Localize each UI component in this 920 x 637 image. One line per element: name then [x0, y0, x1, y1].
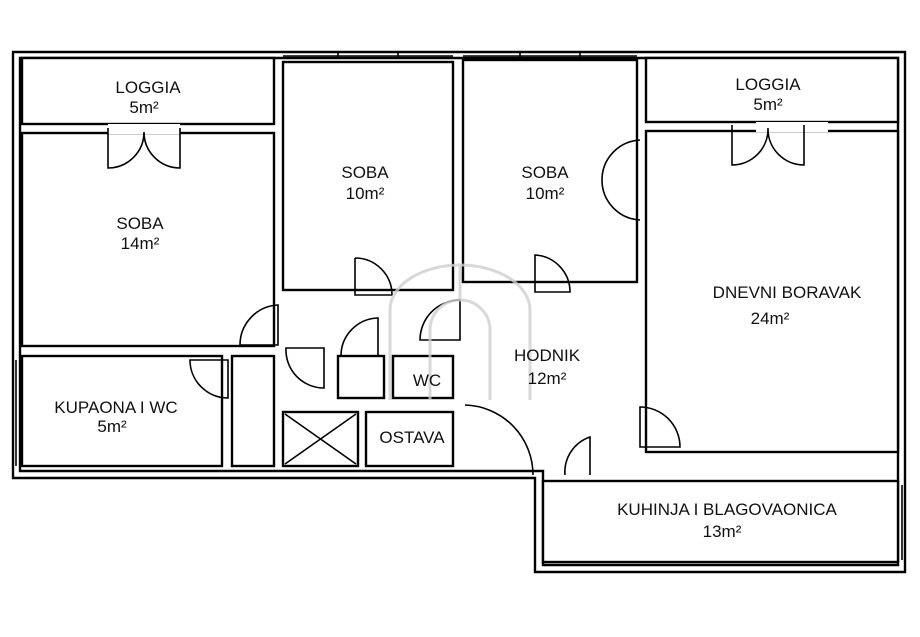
- room-area: 12m²: [528, 369, 567, 388]
- hall-passage: [230, 354, 276, 468]
- room-loggia-left: [20, 56, 276, 126]
- room-name: OSTAVA: [379, 428, 445, 447]
- room-area: 14m²: [121, 234, 160, 253]
- room-dnevni-boravak: [644, 129, 900, 454]
- room-area: 5m²: [129, 98, 159, 117]
- room-name: SOBA: [521, 163, 569, 182]
- room-name: KUPAONA I WC: [54, 398, 177, 417]
- room-name: LOGGIA: [115, 78, 181, 97]
- doors: [107, 122, 828, 476]
- room-kuhinja: [541, 479, 900, 564]
- room-name: KUHINJA I BLAGOVAONICA: [617, 500, 837, 519]
- room-name: DNEVNI BORAVAK: [713, 283, 862, 302]
- room-name: SOBA: [341, 163, 389, 182]
- room-name: WC: [413, 371, 441, 390]
- watermark-logo: [388, 263, 532, 400]
- room-soba-10-a: [281, 60, 455, 292]
- room-name: SOBA: [116, 214, 164, 233]
- room-loggia-right: [644, 56, 900, 124]
- room-name: HODNIK: [514, 346, 581, 365]
- room-soba-10-b: [461, 58, 639, 284]
- room-labels: LOGGIA 5m² SOBA 14m² SOBA 10m² SOBA 10m²…: [54, 75, 862, 541]
- hall-closet: [336, 354, 386, 400]
- room-area: 24m²: [751, 309, 790, 328]
- room-wc: [391, 354, 455, 400]
- room-area: 10m²: [526, 184, 565, 203]
- room-area: 5m²: [97, 417, 127, 436]
- room-area: 13m²: [703, 522, 742, 541]
- windows: [15, 52, 903, 560]
- room-area: 10m²: [346, 184, 385, 203]
- room-area: 5m²: [753, 95, 783, 114]
- room-ostava: [364, 410, 455, 468]
- shaft-cross: [284, 413, 357, 465]
- room-kupaona: [20, 354, 224, 468]
- room-name: LOGGIA: [735, 75, 801, 94]
